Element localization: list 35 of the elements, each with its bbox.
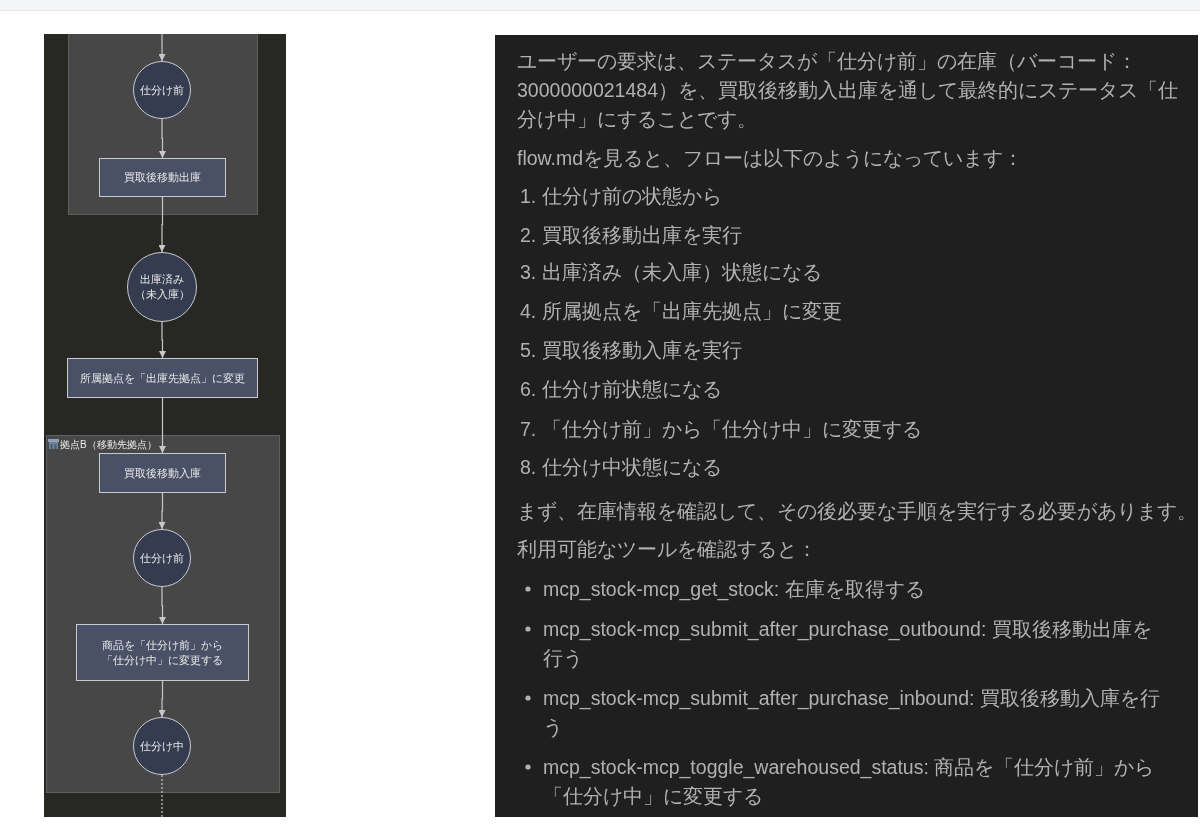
subgraph-box (46, 435, 280, 793)
list-item: 2. 買取後移動出庫を実行 (520, 222, 742, 248)
list-item: 3. 出庫済み（未入庫）状態になる (520, 259, 822, 285)
arrow (159, 321, 166, 359)
paragraph: まず、在庫情報を確認して、その後必要な手順を実行する必要があります。 (517, 498, 1197, 524)
bullet-item: mcp_stock-mcp_submit_after_purchase_inbound: 買取後移動入庫を行う (543, 685, 1161, 740)
state-circle: 仕分け中 (133, 717, 191, 775)
paragraph: flow.mdを見ると、フローは以下のようになっています： (517, 145, 1024, 171)
paragraph: ユーザーの要求は、ステータスが「仕分け前」の在庫（バーコード：3000000021484）を、買取後移動入出庫を通して最終的にステータス「仕分け中」にすることです。 (517, 48, 1178, 132)
arrow (159, 397, 166, 454)
process-box: 商品を「仕分け前」から「仕分け中」に変更する (76, 624, 249, 681)
paragraph: 利用可能なツールを確認すると： (517, 536, 817, 562)
dashed-line (161, 774, 163, 818)
list-item: 5. 買取後移動入庫を実行 (520, 337, 742, 363)
subgraph-box (68, 34, 258, 215)
bullet-item: mcp_stock-mcp_get_stock: 在庫を取得する (543, 576, 925, 603)
process-box: 買取後移動入庫 (99, 453, 226, 493)
process-box: 買取後移動出庫 (99, 158, 226, 197)
bullet-item: mcp_stock-mcp_submit_after_purchase_outbound: 買取後移動出庫を行う (543, 616, 1153, 671)
list-item: 4. 所属拠点を「出庫先拠点」に変更 (520, 298, 842, 324)
arrow (158, 492, 166, 530)
arrow (158, 196, 166, 253)
arrow (159, 118, 166, 159)
process-box: 所属拠点を「出庫先拠点」に変更 (67, 358, 258, 398)
list-item: 6. 仕分け前状態になる (520, 376, 722, 402)
state-circle: 仕分け前 (133, 529, 191, 587)
arrow (158, 680, 166, 718)
bullet-item: mcp_stock-mcp_toggle_warehoused_status: 商品を「仕分け前」から「仕分け中」に変更する (543, 754, 1156, 809)
list-item: 7. 「仕分け前」から「仕分け中」に変更する (520, 416, 922, 442)
subgraph-title: 拠点B（移動先拠点） (60, 438, 157, 451)
state-circle: 仕分け前 (133, 61, 191, 119)
arrow (159, 586, 166, 625)
arrow (158, 33, 166, 62)
list-item: 8. 仕分け中状態になる (520, 454, 722, 480)
list-item: 1. 仕分け前の状態から (520, 183, 722, 209)
